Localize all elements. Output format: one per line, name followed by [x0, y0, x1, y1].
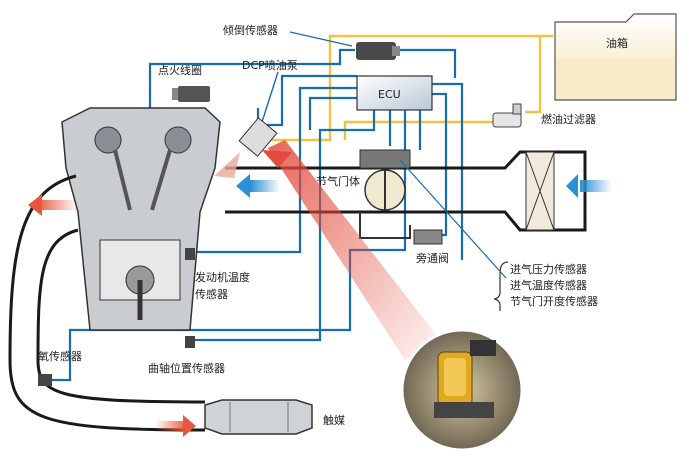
catalyst-label: 触媒: [323, 413, 345, 427]
dcp-pump-photo: [400, 328, 524, 452]
intake-arrow-right: [580, 180, 612, 192]
ecu-label: ECU: [378, 88, 401, 101]
exhaust-pipe-inner: [36, 228, 206, 404]
intake-pressure-sensor-label: 进气压力传感器: [510, 262, 587, 276]
engine-block: [61, 107, 221, 331]
tilt-sensor: 倾倒传感器: [223, 24, 400, 60]
engine-temp-sensor-icon: [185, 248, 195, 260]
throttle-body-label: 节气门体: [316, 174, 360, 188]
catalytic-converter: 触媒: [204, 399, 345, 435]
crank-sensor-icon: [185, 336, 195, 348]
signal-wires: [52, 48, 464, 382]
intake-temp-sensor-label: 进气温度传感器: [510, 278, 587, 292]
fuel-tank: 油箱: [554, 13, 677, 101]
sensor-bracket: [493, 261, 509, 311]
ecu-unit: ECU: [356, 75, 433, 111]
ignition-coil-label: 点火线圈: [158, 63, 202, 77]
throttle-position-sensor-label: 节气门开度传感器: [510, 294, 598, 308]
bypass-valve-label: 旁通阀: [416, 251, 449, 265]
intake-arrow-left: [250, 180, 280, 192]
fuel-filter: 燃油过滤器: [492, 103, 596, 128]
sensor-pointer-line: [399, 159, 507, 279]
highlight-beam-tip: [262, 150, 292, 168]
crank-sensor-label: 曲轴位置传感器: [148, 361, 225, 375]
engine-temp-sensor-label-line1: 发动机温度: [195, 270, 250, 284]
intake-arrowhead-right: [566, 174, 578, 198]
exhaust-arrowhead-top: [28, 194, 42, 216]
dcp-pump-label: DCP喷油泵: [242, 58, 298, 72]
oxygen-sensor-label: 氧传感器: [38, 349, 82, 363]
intake-duct: [225, 149, 587, 245]
exhaust-arrow-top: [40, 200, 78, 210]
exhaust-arrow-bottom: [155, 421, 185, 431]
ignition-coil: 点火线圈: [158, 63, 210, 102]
oxygen-sensor-icon: [38, 374, 52, 386]
exhaust-arrowhead-bottom: [183, 415, 196, 437]
intake-arrowhead-left: [236, 174, 250, 198]
highlight-beam: [268, 140, 440, 360]
fuel-tank-label: 油箱: [606, 36, 628, 50]
injector: [214, 117, 278, 178]
tilt-sensor-label: 倾倒传感器: [223, 24, 278, 37]
engine-temp-sensor-label-line2: 传感器: [195, 288, 228, 301]
fuel-filter-label: 燃油过滤器: [541, 112, 596, 126]
